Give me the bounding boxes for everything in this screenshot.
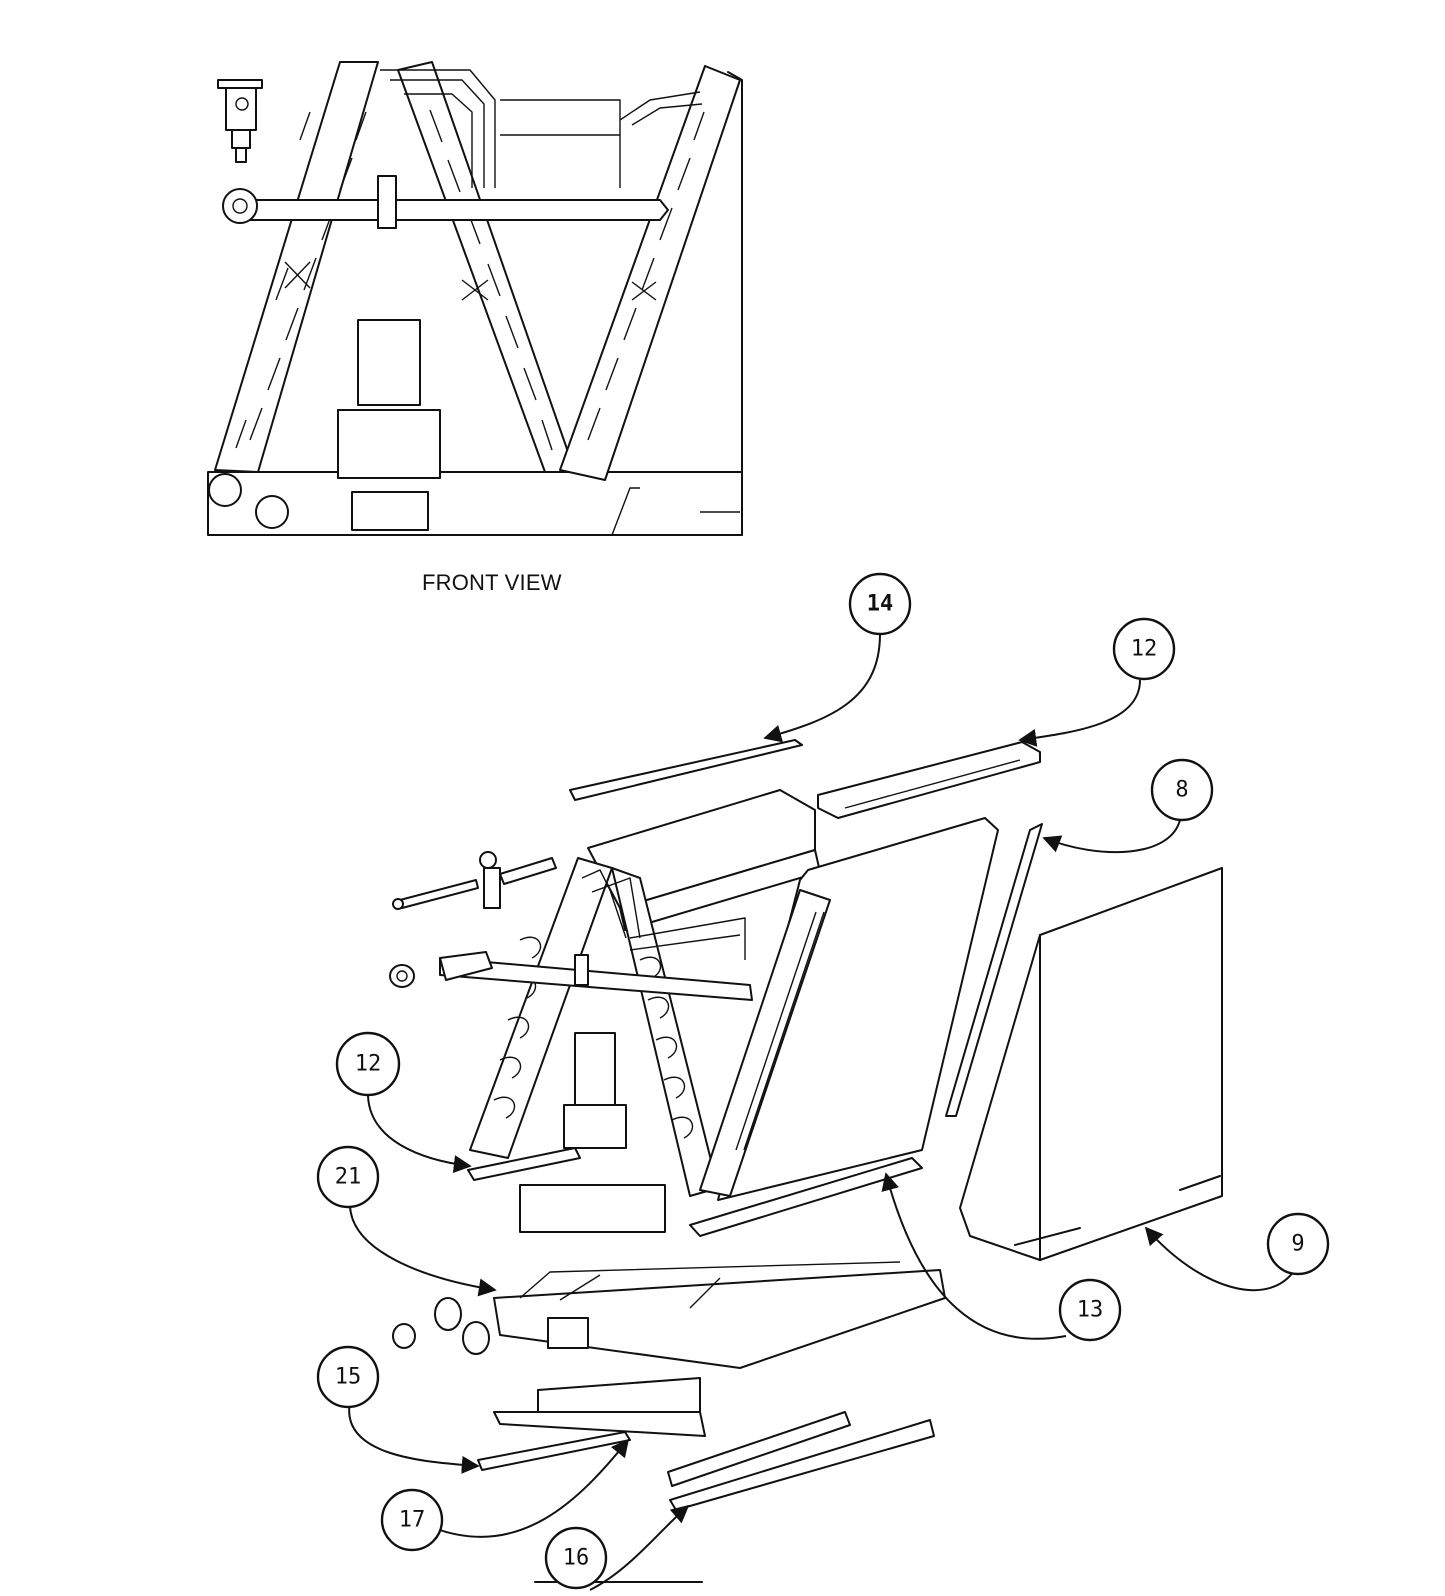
callout-12-top: 12 (1112, 617, 1176, 681)
callout-13: 13 (1058, 1278, 1122, 1342)
callout-8: 8 (1150, 758, 1214, 822)
callout-9-label: 9 (1291, 1232, 1304, 1257)
exploded-view-drawing (389, 739, 1223, 1583)
callout-15: 15 (316, 1345, 380, 1409)
callout-21-label: 21 (335, 1165, 362, 1190)
callout-9: 9 (1266, 1212, 1330, 1276)
callout-16-label: 16 (563, 1546, 590, 1571)
callout-17-label: 17 (399, 1508, 426, 1533)
callout-8-label: 8 (1175, 778, 1188, 803)
callout-16: 16 (544, 1526, 608, 1590)
callout-21: 21 (316, 1145, 380, 1209)
callout-12-left: 12 (335, 1031, 401, 1097)
callout-13-label: 13 (1077, 1298, 1104, 1323)
callout-17: 17 (380, 1488, 444, 1552)
leader-lines (348, 633, 1297, 1591)
callout-14-label: 14 (867, 592, 894, 617)
callout-14: 14 (848, 572, 912, 636)
callout-12-left-label: 12 (355, 1052, 382, 1077)
front-view-caption: FRONT VIEW (422, 570, 562, 595)
callout-12-top-label: 12 (1131, 637, 1158, 662)
callout-15-label: 15 (335, 1365, 362, 1390)
front-view-drawing (207, 61, 743, 536)
